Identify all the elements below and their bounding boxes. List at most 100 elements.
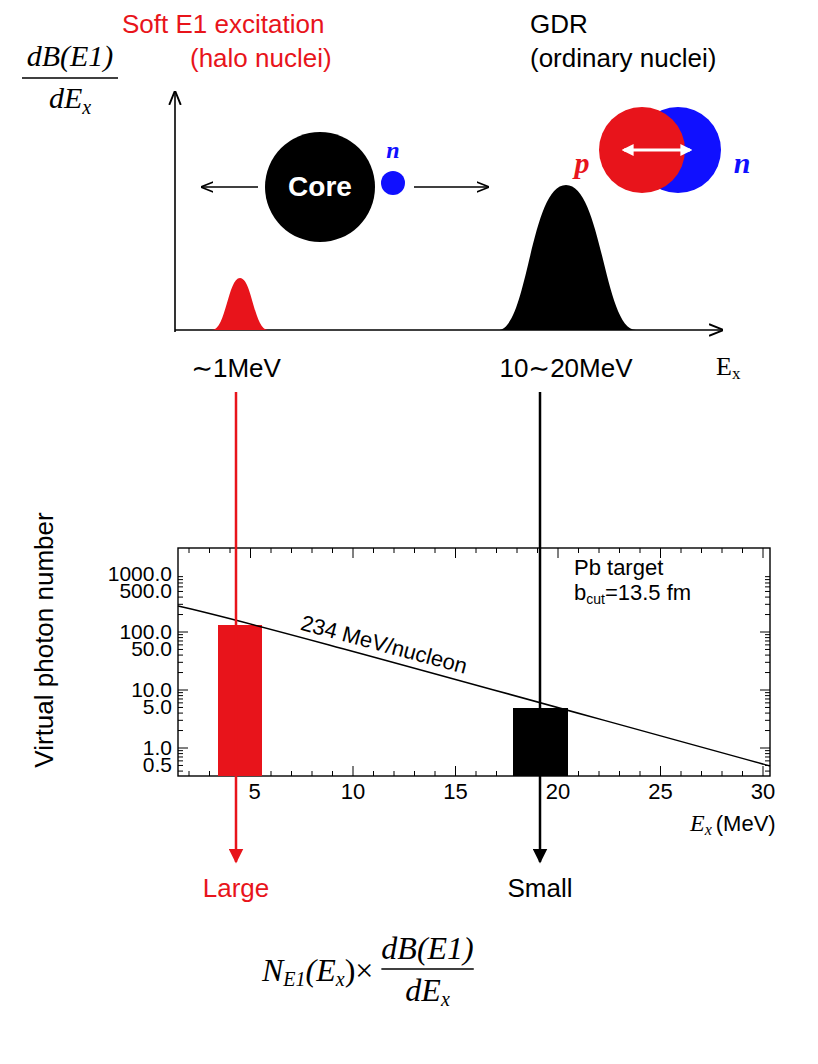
tick	[178, 748, 188, 749]
tick-label: 20	[546, 780, 570, 804]
tick	[760, 632, 770, 633]
tick-label: 10	[341, 780, 365, 804]
oscillation-arrow	[624, 149, 690, 152]
axis-title: Virtual photon number	[30, 512, 59, 767]
gdr-peak	[498, 185, 636, 330]
tick	[765, 582, 770, 583]
tick	[455, 548, 456, 558]
tick-label: 0.5	[143, 754, 172, 777]
formula-term: (E	[306, 952, 336, 989]
tick	[701, 771, 702, 776]
tick	[178, 672, 183, 673]
tick	[455, 766, 456, 776]
fraction-bar	[381, 968, 473, 970]
curve-label: 234 MeV/nucleon	[298, 611, 470, 679]
tick	[373, 771, 374, 776]
tick	[537, 548, 538, 553]
tick	[178, 702, 183, 703]
tick	[250, 548, 251, 558]
formula-term: dE	[405, 972, 441, 1009]
tick	[178, 730, 183, 731]
tick	[353, 548, 354, 558]
tick	[765, 662, 770, 663]
tick	[178, 604, 183, 605]
tick	[178, 644, 183, 645]
tick	[414, 548, 415, 553]
tick	[681, 771, 682, 776]
title-label: GDR	[530, 10, 588, 39]
tick	[414, 771, 415, 776]
formula-term: dB(E1)	[381, 930, 473, 967]
tick	[178, 765, 183, 766]
tick	[763, 548, 764, 558]
tick	[178, 582, 183, 583]
tick	[640, 548, 641, 553]
tick	[178, 614, 183, 615]
annotation: bcut=13.5 fm	[574, 580, 691, 606]
tick	[353, 766, 354, 776]
tick	[178, 576, 183, 577]
result-label: Small	[507, 874, 572, 903]
tick	[578, 771, 579, 776]
tick	[312, 771, 313, 776]
subscript: x	[441, 988, 450, 1011]
tick	[178, 597, 183, 598]
tick	[765, 649, 770, 650]
tick	[332, 548, 333, 553]
tick	[394, 548, 395, 553]
tick	[765, 771, 770, 772]
tick	[765, 604, 770, 605]
tick	[765, 591, 770, 592]
annotation: b	[574, 580, 586, 606]
halo-neutron	[381, 171, 405, 195]
tick	[765, 753, 770, 754]
tick	[178, 591, 183, 592]
tick	[271, 548, 272, 553]
tick	[765, 640, 770, 641]
tick	[765, 579, 770, 580]
tick	[476, 771, 477, 776]
formula: NE1(Ex)×dB(E1)dEx	[262, 928, 474, 1012]
tick	[619, 548, 620, 553]
tick	[178, 649, 183, 650]
tick	[496, 771, 497, 776]
tick-label: 5	[248, 780, 260, 804]
axis-title: Ex	[716, 352, 740, 382]
proton-label: p	[575, 146, 590, 179]
tick	[722, 771, 723, 776]
subscript: x	[336, 968, 345, 991]
tick	[271, 771, 272, 776]
tick	[765, 695, 770, 696]
tick	[189, 548, 190, 553]
gdr-arrow	[539, 392, 542, 862]
numerator: dB(E1)	[381, 928, 473, 968]
tick	[619, 771, 620, 776]
subscript: x	[732, 364, 741, 384]
node-label: Core	[288, 171, 352, 203]
tick	[189, 771, 190, 776]
tick	[578, 548, 579, 553]
tick	[178, 692, 183, 693]
result-label: Large	[203, 874, 270, 903]
tick	[291, 771, 292, 776]
tick	[763, 766, 764, 776]
energy-label: ∼1MeV	[191, 354, 281, 383]
plot-frame	[178, 548, 770, 776]
photon-curve	[178, 606, 770, 766]
tick	[558, 548, 559, 558]
tick	[765, 586, 770, 587]
tick	[760, 748, 770, 749]
axis-label: dE	[49, 81, 82, 115]
tick	[178, 753, 183, 754]
tick	[765, 713, 770, 714]
tick	[178, 655, 183, 656]
tick	[765, 655, 770, 656]
tick	[765, 707, 770, 708]
tick	[178, 632, 188, 633]
annotation: Pb target	[574, 556, 663, 580]
tick	[178, 698, 183, 699]
title-label: Soft E1 excitation	[122, 10, 324, 39]
tick	[332, 771, 333, 776]
tick	[599, 548, 600, 553]
